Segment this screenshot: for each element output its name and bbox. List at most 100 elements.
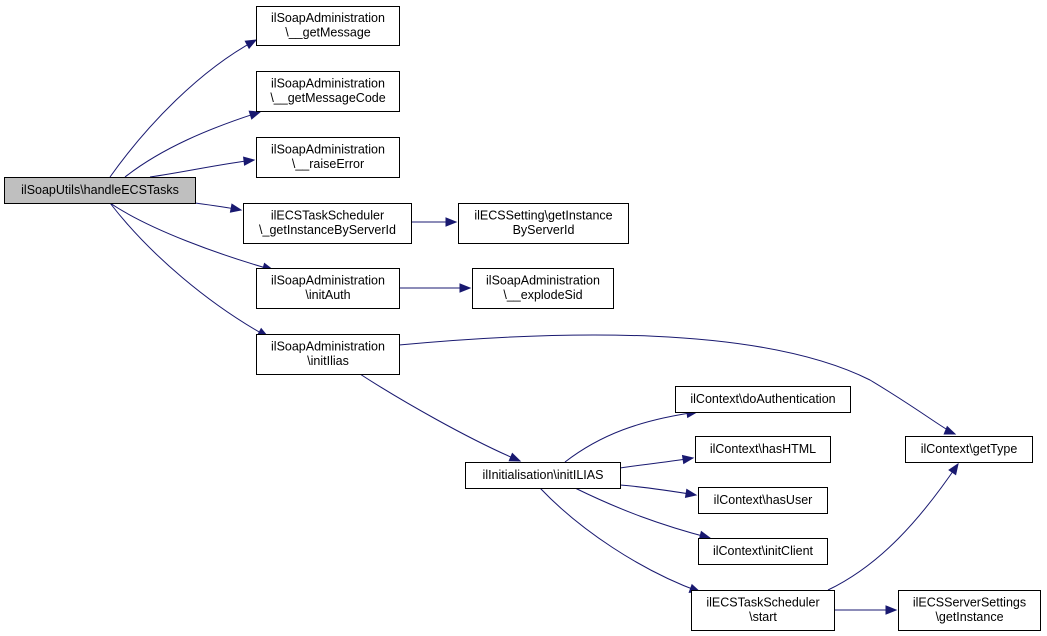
- arrow-head-icon: [248, 110, 262, 120]
- edge-line: [539, 487, 701, 593]
- node-label: ilContext\initClient: [713, 544, 814, 558]
- edge-initILIAS-to-hasUser: [619, 484, 698, 499]
- node-label: \__explodeSid: [503, 288, 582, 302]
- edge-start-to-getType: [827, 462, 959, 591]
- node-box: [465, 462, 621, 489]
- node-box: [256, 6, 400, 46]
- node-getMessage[interactable]: ilSoapAdministration\__getMessage: [256, 6, 400, 46]
- node-box: [256, 334, 400, 375]
- edge-line: [109, 202, 274, 271]
- arrow-head-icon: [244, 39, 258, 50]
- edge-initILIAS-to-hasHTML: [619, 454, 695, 469]
- node-box: [905, 436, 1033, 463]
- node-explodeSid[interactable]: ilSoapAdministration\__explodeSid: [472, 268, 614, 309]
- node-label: ilSoapAdministration: [271, 143, 385, 157]
- edge-initAuth-to-explodeSid: [399, 283, 472, 293]
- edge-line: [574, 487, 711, 539]
- node-box: [698, 487, 828, 514]
- node-label: ilECSSetting\getInstance: [474, 209, 612, 223]
- node-label: \start: [749, 610, 777, 624]
- node-start[interactable]: ilECSTaskScheduler\start: [691, 590, 835, 631]
- node-box: [256, 137, 400, 178]
- node-raiseError[interactable]: ilSoapAdministration\__raiseError: [256, 137, 400, 178]
- edge-root-to-getMessage: [109, 39, 258, 178]
- node-settingGetInstance[interactable]: ilECSSetting\getInstanceByServerId: [458, 203, 629, 244]
- edge-root-to-raiseError: [149, 156, 256, 178]
- node-box: [698, 538, 828, 565]
- node-initIlias[interactable]: ilSoapAdministration\initIlias: [256, 334, 400, 375]
- edge-root-to-getInstanceByServerId: [194, 202, 243, 213]
- node-label: ilECSTaskScheduler: [271, 209, 384, 223]
- arrow-head-icon: [229, 203, 243, 213]
- node-initClient[interactable]: ilContext\initClient: [698, 538, 828, 565]
- edge-line: [398, 334, 956, 435]
- node-initAuth[interactable]: ilSoapAdministration\initAuth: [256, 268, 400, 309]
- node-box: [691, 590, 835, 631]
- arrow-head-icon: [681, 454, 695, 465]
- node-label: ilSoapAdministration: [271, 77, 385, 91]
- node-label: ilSoapAdministration: [271, 340, 385, 354]
- node-label: ilSoapUtils\handleECSTasks: [21, 183, 179, 197]
- edge-initIlias-to-initILIAS: [359, 373, 522, 462]
- node-label: ilInitialisation\initILIAS: [483, 468, 604, 482]
- edge-line: [109, 202, 269, 338]
- node-label: ilContext\hasHTML: [710, 442, 816, 456]
- node-hasUser[interactable]: ilContext\hasUser: [698, 487, 828, 514]
- arrow-head-icon: [445, 217, 458, 227]
- node-doAuthentication[interactable]: ilContext\doAuthentication: [675, 386, 851, 413]
- edge-initIlias-to-getType: [398, 334, 957, 435]
- node-box: [243, 203, 412, 244]
- node-label: \initAuth: [305, 288, 350, 302]
- edge-line: [359, 373, 521, 462]
- node-label: \initIlias: [307, 354, 349, 368]
- arrow-head-icon: [885, 605, 898, 615]
- edge-getInstanceByServerId-to-settingGetInstance: [411, 217, 458, 227]
- node-label: ilContext\hasUser: [714, 493, 813, 507]
- node-box: [695, 436, 831, 463]
- edge-line: [124, 111, 261, 178]
- edge-line: [619, 484, 697, 496]
- node-label: ilSoapAdministration: [271, 11, 385, 25]
- node-label: ByServerId: [513, 223, 575, 237]
- arrow-head-icon: [508, 452, 522, 462]
- nodes-layer: ilSoapUtils\handleECSTasks ilSoapAdminist…: [4, 6, 1041, 631]
- node-label: \getInstance: [935, 610, 1003, 624]
- edge-line: [149, 159, 255, 178]
- node-label: \__raiseError: [292, 157, 364, 171]
- node-serverSettings[interactable]: ilECSServerSettings\getInstance: [898, 590, 1041, 631]
- node-root[interactable]: ilSoapUtils\handleECSTasks: [4, 177, 196, 204]
- node-box: [472, 268, 614, 309]
- node-getMessageCode[interactable]: ilSoapAdministration\__getMessageCode: [256, 71, 400, 112]
- node-label: ilSoapAdministration: [271, 274, 385, 288]
- node-label: \__getMessageCode: [270, 91, 385, 105]
- node-label: ilECSTaskScheduler: [706, 596, 819, 610]
- edge-line: [827, 463, 959, 591]
- node-getType[interactable]: ilContext\getType: [905, 436, 1033, 463]
- node-box: [898, 590, 1041, 631]
- node-box: [4, 177, 196, 204]
- edge-line: [109, 39, 257, 178]
- node-box: [675, 386, 851, 413]
- edges-layer: [109, 39, 959, 615]
- node-label: ilECSServerSettings: [913, 596, 1026, 610]
- edge-line: [619, 457, 694, 469]
- node-label: \_getInstanceByServerId: [259, 223, 396, 237]
- node-getInstanceByServerId[interactable]: ilECSTaskScheduler\_getInstanceByServerI…: [243, 203, 412, 244]
- edge-initILIAS-to-initClient: [574, 487, 712, 540]
- edge-line: [564, 411, 698, 463]
- edge-initILIAS-to-doAuthentication: [564, 408, 699, 463]
- node-label: ilContext\doAuthentication: [690, 392, 835, 406]
- edge-root-to-getMessageCode: [124, 110, 262, 178]
- node-box: [256, 268, 400, 309]
- node-hasHTML[interactable]: ilContext\hasHTML: [695, 436, 831, 463]
- arrow-head-icon: [459, 283, 472, 293]
- edge-initILIAS-to-start: [539, 487, 702, 593]
- edge-start-to-serverSettings: [834, 605, 898, 615]
- node-label: ilSoapAdministration: [486, 274, 600, 288]
- node-box: [256, 71, 400, 112]
- node-label: ilContext\getType: [921, 442, 1018, 456]
- node-initILIAS[interactable]: ilInitialisation\initILIAS: [465, 462, 621, 489]
- arrow-head-icon: [243, 156, 256, 166]
- arrow-head-icon: [943, 425, 957, 435]
